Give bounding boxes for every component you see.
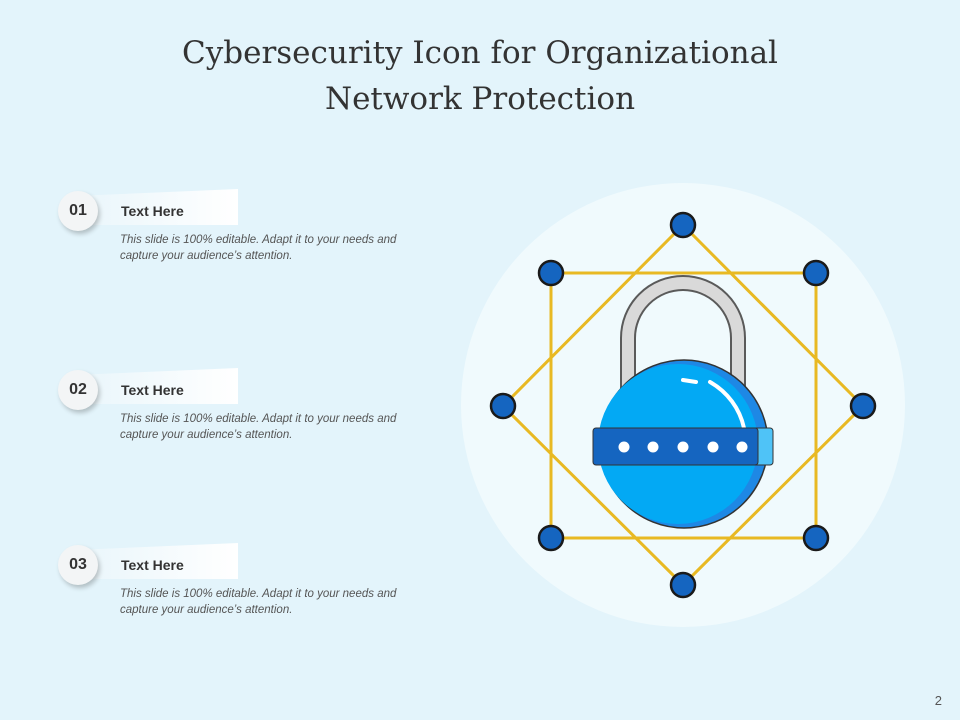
band-dot	[677, 441, 689, 453]
shackle	[622, 277, 744, 390]
band-dot	[736, 441, 748, 453]
network-square	[549, 271, 818, 540]
page-number: 2	[934, 693, 942, 708]
network-node-icon	[849, 392, 877, 420]
band-dot	[647, 441, 659, 453]
item-tab-decoration	[86, 189, 238, 225]
lock-band	[592, 427, 759, 466]
item-tab-decoration	[86, 543, 238, 579]
network-node-icon	[802, 524, 830, 552]
title-line-1: Cybersecurity Icon for Organizational	[182, 35, 778, 71]
network-node-icon	[669, 571, 697, 599]
item-heading: Text Here	[121, 557, 184, 573]
slide-title: Cybersecurity Icon for Organizational Ne…	[0, 30, 960, 122]
item-heading: Text Here	[121, 203, 184, 219]
band-dot	[707, 441, 719, 453]
item-number-badge: 02	[58, 370, 98, 410]
network-node-icon	[489, 392, 517, 420]
padlock-icon	[592, 275, 774, 529]
item-description: This slide is 100% editable. Adapt it to…	[120, 234, 397, 262]
item-description: This slide is 100% editable. Adapt it to…	[120, 588, 397, 616]
item-number-badge: 01	[58, 191, 98, 231]
lock-highlight	[708, 380, 746, 430]
list-item-2: 02 Text Here This slide is 100% editable…	[58, 368, 438, 470]
network-node-icon	[537, 259, 565, 287]
item-tab-decoration	[86, 368, 238, 404]
network-node-icon	[537, 524, 565, 552]
network-nodes	[489, 211, 877, 599]
band-dot	[618, 441, 630, 453]
item-heading: Text Here	[121, 382, 184, 398]
title-line-2: Network Protection	[324, 81, 636, 117]
lock-band-dots	[618, 441, 748, 453]
lock-highlight-dot	[681, 378, 698, 384]
list-item-1: 01 Text Here This slide is 100% editable…	[58, 189, 438, 291]
item-description: This slide is 100% editable. Adapt it to…	[120, 413, 397, 441]
list-item-3: 03 Text Here This slide is 100% editable…	[58, 543, 438, 645]
network-node-icon	[802, 259, 830, 287]
network-node-icon	[669, 211, 697, 239]
item-number-badge: 03	[58, 545, 98, 585]
